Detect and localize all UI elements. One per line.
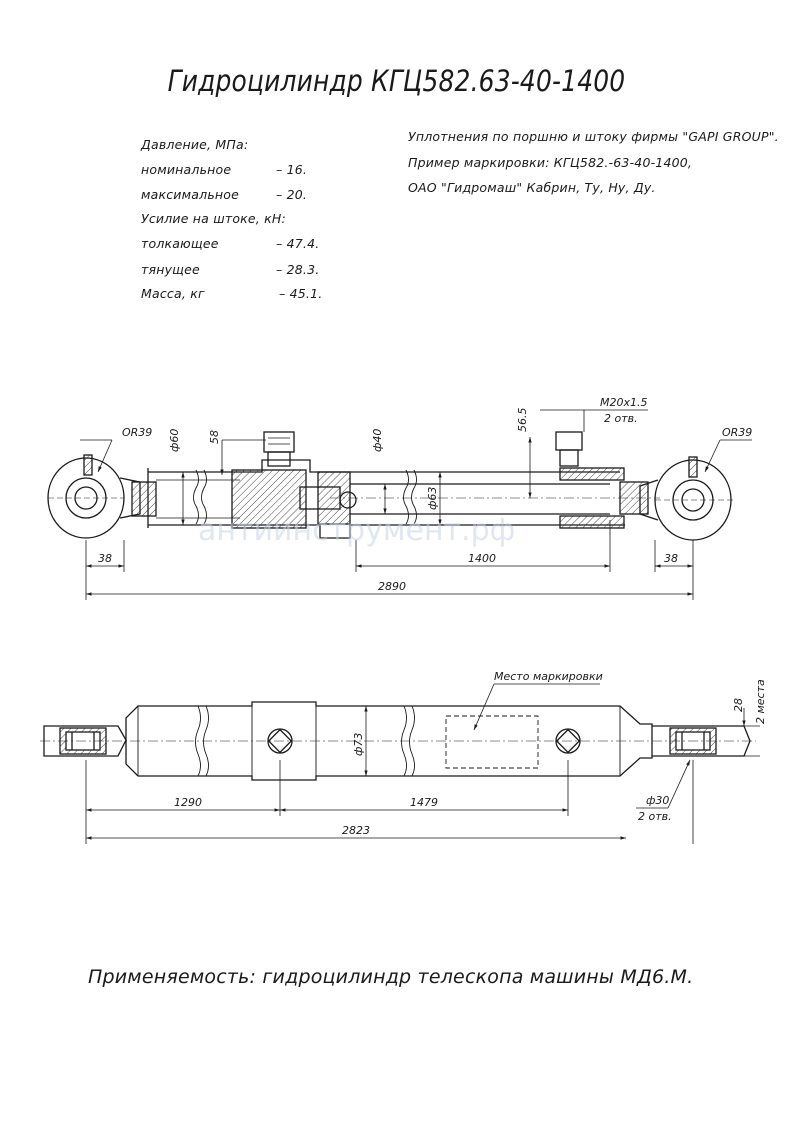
- marking-place-label: Место маркировки: [494, 670, 603, 683]
- outside-dimensions: [85, 683, 760, 844]
- left-eye-radius: OR39: [122, 426, 152, 439]
- marking-example: Пример маркировки: КГЦ582.-63-40-1400,: [408, 155, 693, 170]
- pull-label: тянущее: [141, 262, 200, 277]
- pressure-header: Давление, МПа:: [141, 137, 249, 152]
- mass-label: Масса, кг: [141, 286, 205, 301]
- seals-note: Уплотнения по поршню и штоку фирмы "GAPI…: [408, 129, 779, 144]
- port1-distance: 1290: [174, 796, 202, 809]
- drawing-title: Гидроцилиндр КГЦ582.63-40-1400: [167, 64, 626, 98]
- section-dimensions: [80, 409, 752, 600]
- stroke-length: 1400: [468, 552, 496, 565]
- port-height-58: 58: [208, 430, 221, 444]
- watermark: антиинструмент.рф: [198, 513, 515, 548]
- pin-hole-qty: 2 отв.: [638, 810, 672, 823]
- nominal-value: – 16.: [276, 162, 308, 177]
- manufacturer-note: ОАО "Гидромаш" Кабрин, Ту, Ну, Ду.: [408, 180, 656, 195]
- left-eye-offset: 38: [98, 552, 112, 565]
- bore-diameter-60: ф60: [168, 429, 181, 452]
- port-thread-qty: 2 отв.: [604, 412, 638, 425]
- nominal-label: номинальное: [141, 162, 232, 177]
- outside-view: [40, 701, 756, 781]
- pin-hole-diameter: ф30: [646, 794, 669, 807]
- max-label: максимальное: [141, 187, 239, 202]
- pull-value: – 28.3.: [276, 262, 320, 277]
- extended-length: 2890: [378, 580, 406, 593]
- left-eye-end: [47, 454, 141, 539]
- push-value: – 47.4.: [276, 236, 320, 251]
- eye-width-places: 2 места: [754, 679, 767, 724]
- right-eye-radius: OR39: [722, 426, 752, 439]
- push-label: толкающее: [141, 236, 219, 251]
- section-view: [47, 431, 733, 541]
- tube-diameter-63: ф63: [426, 487, 439, 510]
- force-header: Усилие на штоке, кН:: [141, 211, 286, 226]
- right-eye-offset: 38: [664, 552, 678, 565]
- right-eye-end: [639, 456, 733, 541]
- applicability-note: Применяемость: гидроцилиндр телескопа ма…: [88, 966, 694, 988]
- port-height-56-5: 56.5: [516, 408, 529, 433]
- port-thread: M20x1.5: [600, 396, 648, 409]
- eye-width-28: 28: [732, 698, 745, 712]
- body-diameter-73: ф73: [352, 733, 365, 756]
- rod-diameter-40: ф40: [371, 429, 384, 452]
- max-value: – 20.: [276, 187, 308, 202]
- port-spacing: 1479: [410, 796, 438, 809]
- mass-value: – 45.1.: [279, 286, 323, 301]
- retracted-length: 2823: [342, 824, 370, 837]
